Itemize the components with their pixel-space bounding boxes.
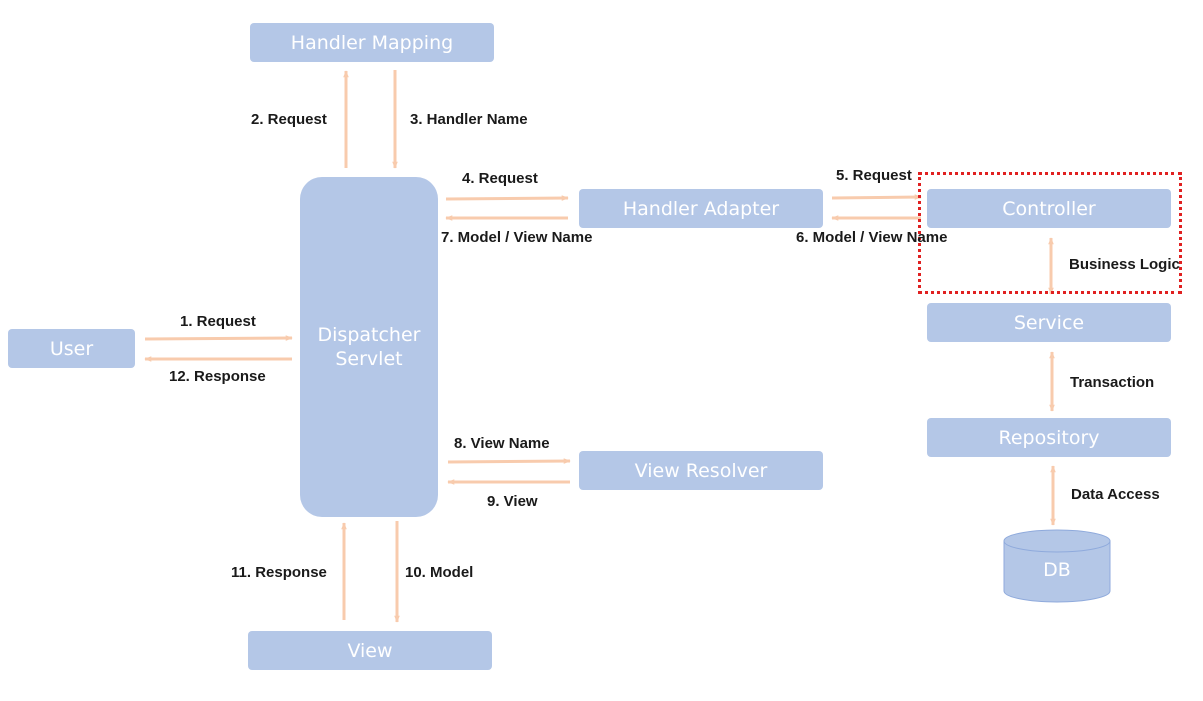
label-10-model: 10. Model	[405, 564, 474, 581]
db-cylinder	[1003, 529, 1111, 603]
arrow-8-view-name	[447, 458, 571, 464]
view-node: View	[248, 631, 492, 670]
repository-node: Repository	[927, 418, 1171, 457]
label-data-access: Data Access	[1071, 486, 1160, 503]
label-3-handler-name: 3. Handler Name	[410, 111, 528, 128]
label-1-request: 1. Request	[180, 313, 256, 330]
service-node: Service	[927, 303, 1171, 342]
dispatcher-servlet-node: Dispatcher Servlet	[300, 177, 438, 517]
dispatcher-servlet-line1: Dispatcher	[317, 324, 421, 346]
label-2-request: 2. Request	[251, 111, 327, 128]
arrow-4-request	[445, 195, 569, 201]
controller-node: Controller	[927, 189, 1171, 228]
label-11-response: 11. Response	[231, 564, 327, 581]
arrow-5-request	[831, 194, 922, 200]
dispatcher-servlet-line2: Servlet	[335, 348, 403, 370]
label-transaction: Transaction	[1070, 374, 1155, 391]
label-7-model-view-name: 7. Model / View Name	[441, 229, 593, 246]
label-8-view-name: 8. View Name	[454, 435, 550, 452]
db-label: DB	[1043, 559, 1071, 581]
label-4-request: 4. Request	[462, 170, 538, 187]
label-9-view: 9. View	[487, 493, 538, 510]
handler-adapter-node: Handler Adapter	[579, 189, 823, 228]
arrow-1-request	[144, 335, 293, 341]
business-logic-highlight	[918, 172, 1182, 294]
label-5-request: 5. Request	[836, 167, 912, 184]
handler-mapping-node: Handler Mapping	[250, 23, 494, 62]
label-12-response: 12. Response	[169, 368, 266, 385]
user-node: User	[8, 329, 135, 368]
label-6-model-view-name: 6. Model / View Name	[796, 229, 948, 246]
view-resolver-node: View Resolver	[579, 451, 823, 490]
label-business-logic: Business Logic	[1069, 256, 1180, 273]
